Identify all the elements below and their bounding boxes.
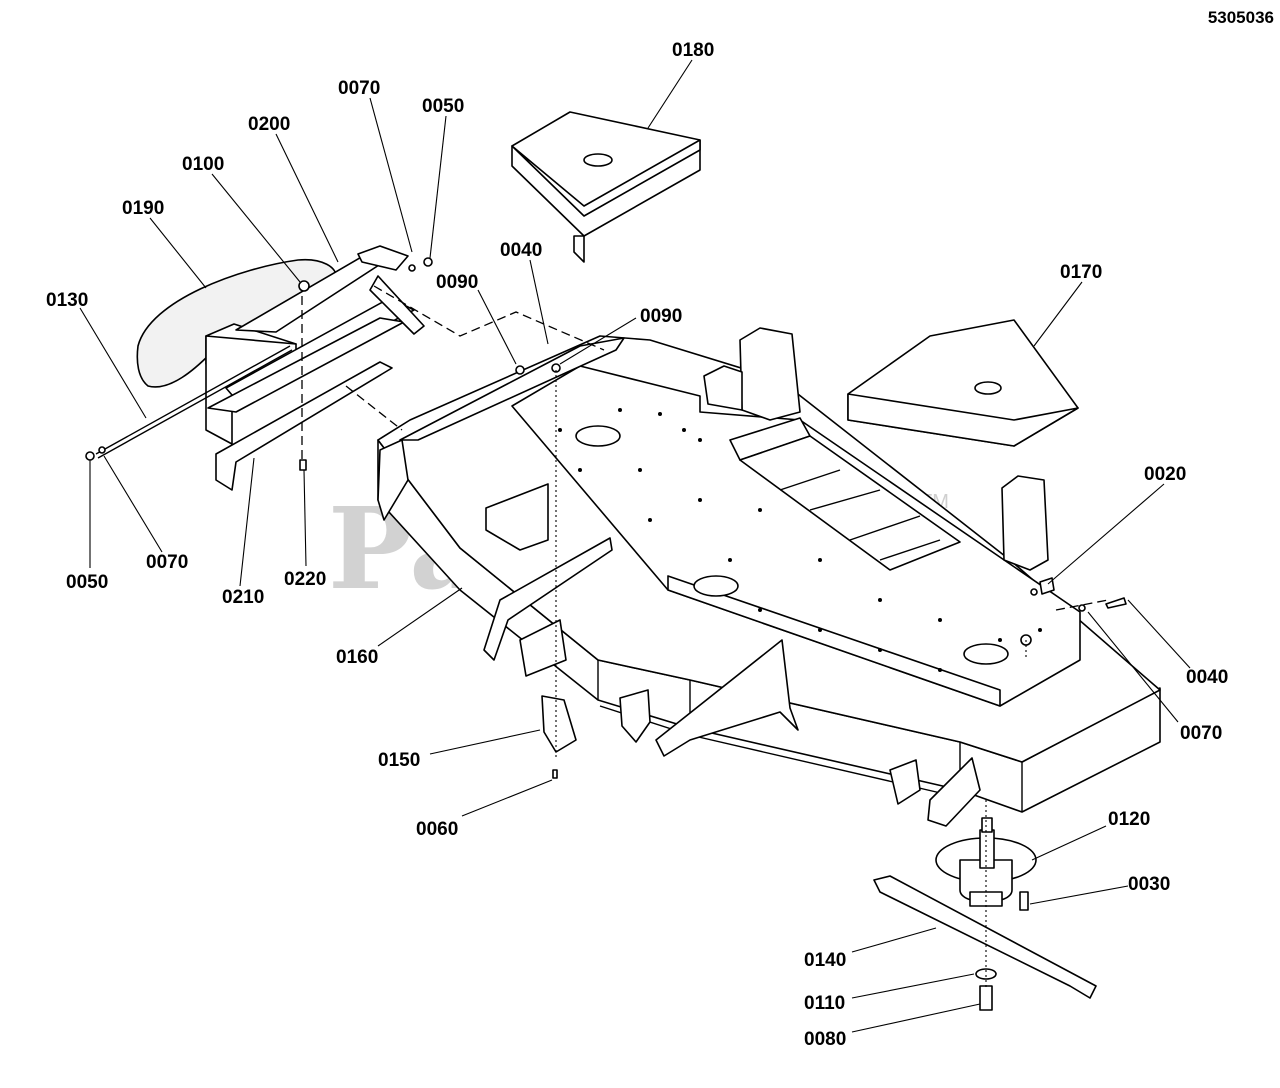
rear-brackets (703, 327, 1049, 571)
callout-0080: 0080 (804, 1029, 846, 1050)
drawing-number: 5305036 (1208, 8, 1274, 27)
callout-0070: 0070 (146, 552, 188, 573)
belt-cover-0180 (511, 111, 701, 263)
belt-cover-0170 (847, 319, 1079, 447)
callout-0190: 0190 (122, 198, 164, 219)
callout-0200: 0200 (248, 114, 290, 135)
baffle-channel (729, 417, 961, 571)
callout-0130: 0130 (46, 290, 88, 311)
callout-0070: 0070 (1180, 723, 1222, 744)
assembly-lines (301, 285, 1109, 990)
leader-lines (79, 59, 1191, 1033)
callout-0150: 0150 (378, 750, 420, 771)
callout-0060: 0060 (416, 819, 458, 840)
callout-0030: 0030 (1128, 874, 1170, 895)
callout-0070: 0070 (338, 78, 380, 99)
callout-0040: 0040 (1186, 667, 1228, 688)
callout-0110: 0110 (804, 993, 845, 1014)
callout-0120: 0120 (1108, 809, 1150, 830)
callout-0090: 0090 (436, 272, 478, 293)
callout-0040: 0040 (500, 240, 542, 261)
callout-0100: 0100 (182, 154, 224, 175)
front-hitch (377, 337, 981, 827)
callout-0210: 0210 (222, 587, 264, 608)
roller-shaft-0130 (95, 345, 291, 455)
callout-0170: 0170 (1060, 262, 1102, 283)
callout-0050: 0050 (422, 96, 464, 117)
callout-0050: 0050 (66, 572, 108, 593)
callout-labels: 0180 0070 0050 0200 0100 0190 0040 0170 … (46, 40, 1228, 1050)
blade-0140 (873, 875, 1097, 999)
front-roller-assembly (136, 245, 425, 491)
callout-0160: 0160 (336, 647, 378, 668)
hardware (85, 257, 1127, 779)
callout-0220: 0220 (284, 569, 326, 590)
callout-0140: 0140 (804, 950, 846, 971)
washer-0110 (975, 968, 997, 980)
callout-0020: 0020 (1144, 464, 1186, 485)
callout-0090: 0090 (640, 306, 682, 327)
callout-0180: 0180 (672, 40, 714, 61)
bolt-0080 (979, 985, 993, 1011)
plate-holes (558, 408, 1042, 672)
center-plate (511, 365, 1081, 707)
